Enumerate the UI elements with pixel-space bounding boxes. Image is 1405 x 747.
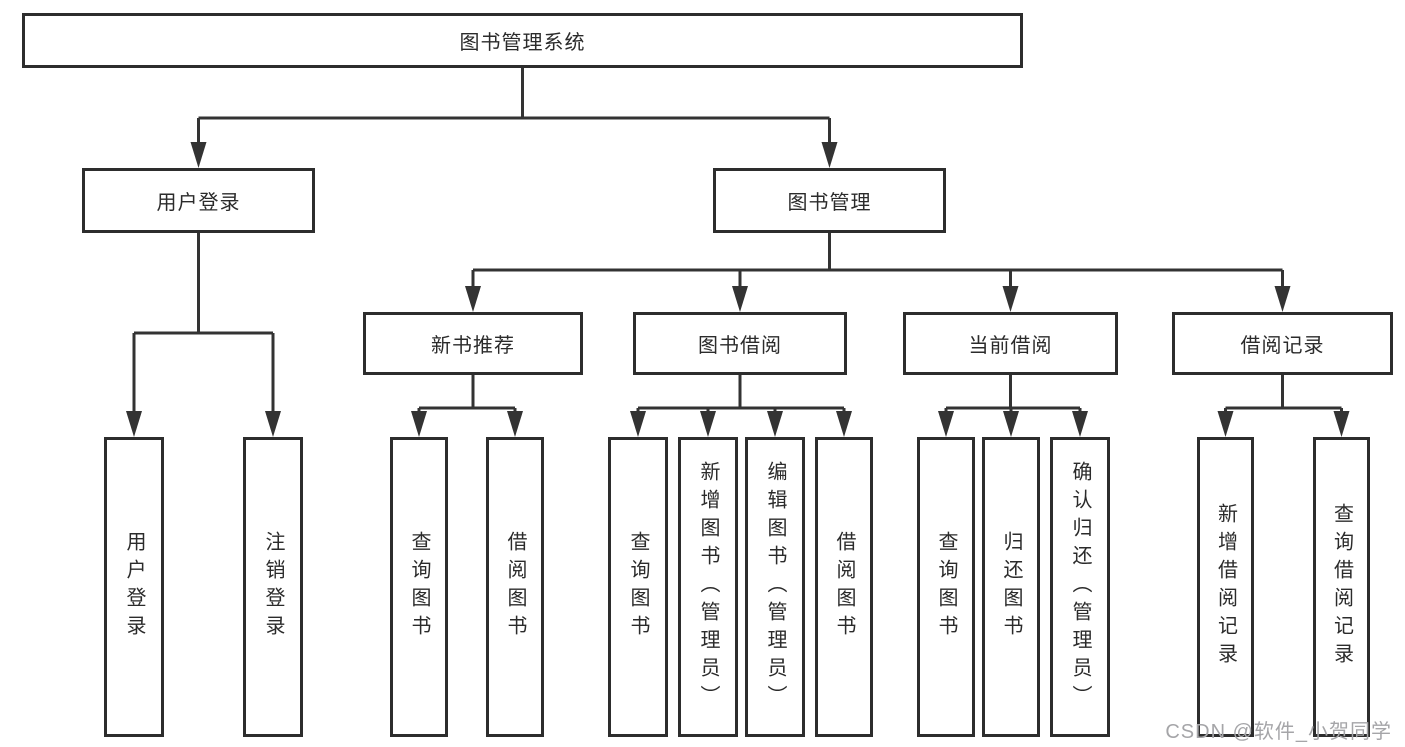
edge-arrowhead-to-borrow-record — [1274, 286, 1291, 312]
node-current-borrow: 当前借阅 — [903, 312, 1118, 375]
node-leaf-return-book: 归还图书 — [982, 437, 1040, 737]
edge-arrowhead-to-book-mgmt — [821, 142, 838, 168]
edge-arrowhead-to-leaf-add-book — [700, 411, 716, 437]
edge-arrowhead-to-leaf-borrow-book-2 — [836, 411, 852, 437]
node-user-login: 用户登录 — [82, 168, 315, 233]
node-label-leaf-query-book-1: 查询图书 — [408, 531, 430, 643]
node-label-leaf-query-book-3: 查询图书 — [935, 531, 957, 643]
node-leaf-confirm-return: 确认归还（管理员） — [1050, 437, 1110, 737]
node-borrow-record: 借阅记录 — [1172, 312, 1393, 375]
node-leaf-user-login: 用户登录 — [104, 437, 164, 737]
node-label-user-login: 用户登录 — [156, 192, 241, 214]
edge-arrowhead-to-leaf-edit-book — [767, 411, 783, 437]
watermark: CSDN @软件_小贺同学 — [1165, 721, 1392, 743]
node-label-leaf-borrow-book-1: 借阅图书 — [504, 531, 526, 643]
node-leaf-query-book-3: 查询图书 — [917, 437, 975, 737]
node-label-leaf-query-book-2: 查询图书 — [627, 531, 649, 643]
edge-arrowhead-to-leaf-return-book — [1003, 411, 1019, 437]
edge-arrowhead-to-leaf-add-record — [1217, 411, 1234, 437]
node-label-leaf-edit-book: 编辑图书（管理员） — [764, 461, 786, 713]
node-label-leaf-add-record: 新增借阅记录 — [1214, 503, 1237, 671]
node-label-leaf-borrow-book-2: 借阅图书 — [833, 531, 855, 643]
edge-arrowhead-to-leaf-logout — [265, 411, 281, 437]
edge-arrowhead-to-leaf-user-login — [126, 411, 142, 437]
node-label-leaf-confirm-return: 确认归还（管理员） — [1069, 461, 1091, 713]
node-label-new-book-rec: 新书推荐 — [431, 335, 515, 357]
node-leaf-add-record: 新增借阅记录 — [1197, 437, 1254, 737]
node-leaf-logout: 注销登录 — [243, 437, 303, 737]
node-label-leaf-user-login: 用户登录 — [123, 531, 145, 643]
node-leaf-borrow-book-1: 借阅图书 — [486, 437, 544, 737]
node-leaf-add-book: 新增图书（管理员） — [678, 437, 738, 737]
node-label-book-mgmt: 图书管理 — [787, 192, 872, 214]
node-label-borrow-record: 借阅记录 — [1240, 335, 1325, 357]
node-label-book-borrow: 图书借阅 — [698, 335, 782, 357]
node-label-current-borrow: 当前借阅 — [968, 335, 1053, 357]
node-leaf-query-book-2: 查询图书 — [608, 437, 668, 737]
node-label-leaf-logout: 注销登录 — [262, 531, 284, 643]
edge-arrowhead-to-leaf-query-book-3 — [938, 411, 954, 437]
node-leaf-query-book-1: 查询图书 — [390, 437, 448, 737]
edge-arrowhead-to-current-borrow — [1002, 286, 1019, 312]
node-root: 图书管理系统 — [22, 13, 1023, 68]
edge-arrowhead-to-leaf-query-book-2 — [630, 411, 646, 437]
node-label-leaf-add-book: 新增图书（管理员） — [697, 461, 719, 713]
edge-arrowhead-to-book-borrow — [732, 286, 748, 312]
node-label-root: 图书管理系统 — [459, 32, 586, 54]
node-leaf-borrow-book-2: 借阅图书 — [815, 437, 873, 737]
edge-arrowhead-to-leaf-query-record — [1333, 411, 1350, 437]
edge-arrowhead-to-leaf-query-book-1 — [411, 411, 427, 437]
node-new-book-rec: 新书推荐 — [363, 312, 583, 375]
node-label-leaf-query-record: 查询借阅记录 — [1330, 503, 1353, 671]
node-leaf-edit-book: 编辑图书（管理员） — [745, 437, 805, 737]
node-book-borrow: 图书借阅 — [633, 312, 847, 375]
node-label-leaf-return-book: 归还图书 — [1000, 531, 1022, 643]
edge-arrowhead-to-user-login — [190, 142, 207, 168]
node-book-mgmt: 图书管理 — [713, 168, 946, 233]
node-leaf-query-record: 查询借阅记录 — [1313, 437, 1370, 737]
edge-arrowhead-to-leaf-borrow-book-1 — [507, 411, 523, 437]
edge-arrowhead-to-new-book-rec — [465, 286, 481, 312]
edge-arrowhead-to-leaf-confirm-return — [1072, 411, 1088, 437]
